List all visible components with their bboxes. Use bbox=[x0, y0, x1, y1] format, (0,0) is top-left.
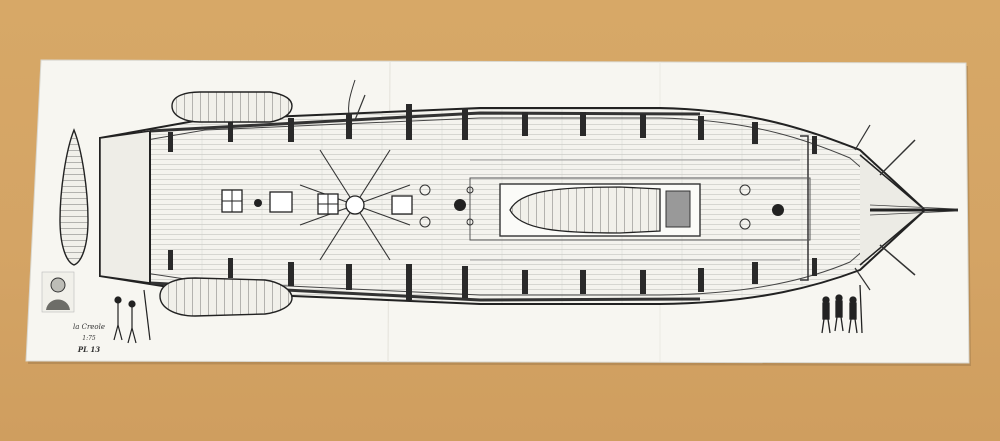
plan-title: la Creole bbox=[72, 323, 106, 331]
cannons-port bbox=[168, 104, 817, 154]
sailor-figures-right bbox=[821, 284, 863, 334]
center-hatches bbox=[469, 159, 811, 261]
ships-boat-bottom bbox=[159, 277, 293, 317]
cannons-starboard bbox=[168, 250, 817, 300]
deck-gratings bbox=[221, 184, 784, 230]
sailor-figures-left bbox=[113, 289, 151, 344]
plan-plate-number: PL 13 bbox=[77, 345, 101, 354]
ships-boat-top bbox=[171, 91, 293, 123]
main-mast bbox=[299, 79, 411, 261]
portrait-sketch bbox=[41, 271, 75, 313]
plan-scale: 1:75 bbox=[82, 335, 96, 342]
ships-boat-side bbox=[59, 128, 89, 266]
